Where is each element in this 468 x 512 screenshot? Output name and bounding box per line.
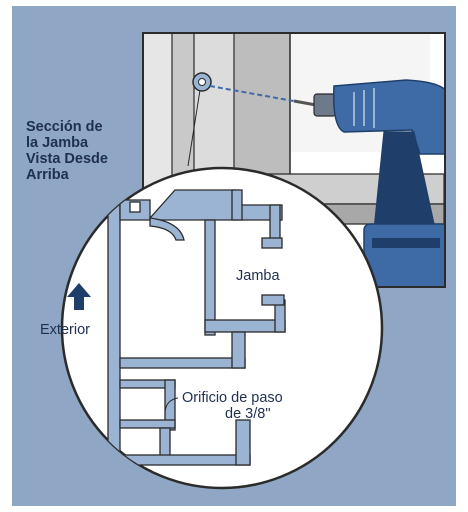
- label-exterior: Exterior: [40, 322, 90, 338]
- hole-leader: [164, 397, 179, 413]
- exterior-arrow-icon: [67, 283, 91, 310]
- label-jamba: Jamba: [236, 268, 280, 284]
- label-hole-line2: de 3/8": [225, 406, 271, 422]
- drill-path: [209, 85, 300, 103]
- section-title: Sección de la Jamba Vista Desde Arriba: [26, 119, 108, 183]
- callout-line: [187, 89, 201, 167]
- label-hole-line1: Orificio de paso: [182, 390, 283, 406]
- jamb-profile: [107, 189, 286, 483]
- drill: [293, 79, 444, 286]
